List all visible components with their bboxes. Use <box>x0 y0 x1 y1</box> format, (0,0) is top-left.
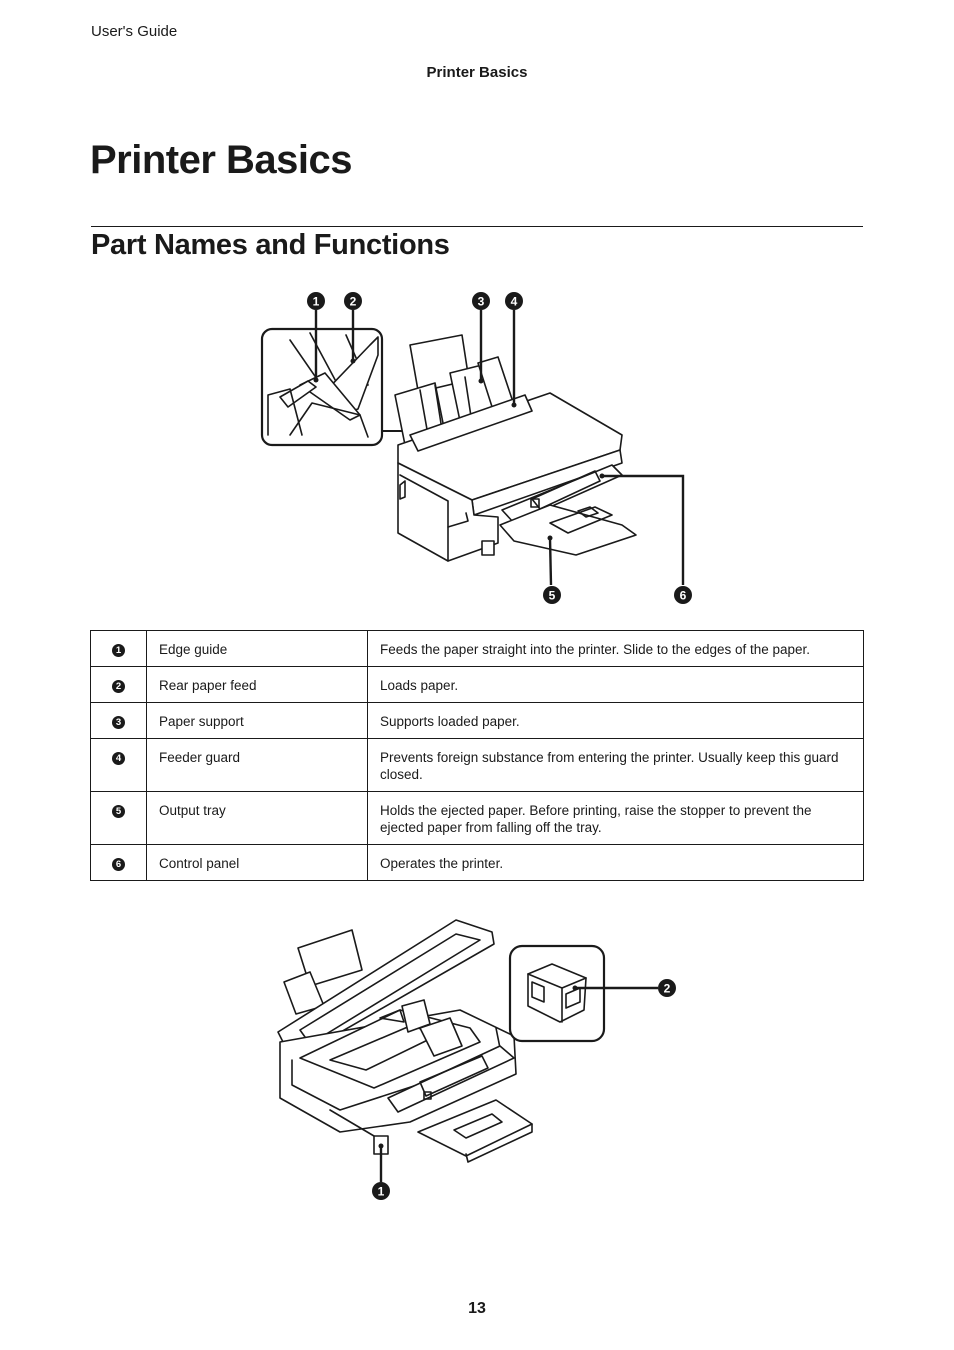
part-description-cell: Holds the ejected paper. Before printing… <box>367 791 864 845</box>
part-number-badge: 6 <box>112 858 125 872</box>
svg-text:2: 2 <box>664 982 671 996</box>
part-name-cell: Output tray <box>146 791 368 845</box>
callout-badge-1: 1 <box>372 1182 390 1200</box>
part-number-cell: 6 <box>90 844 147 881</box>
callout-badge-5: 5 <box>543 586 561 604</box>
running-header-chapter: Printer Basics <box>426 64 528 81</box>
svg-text:1: 1 <box>313 295 320 309</box>
part-number-badge: 5 <box>112 805 125 819</box>
page-title: Printer Basics <box>90 138 353 182</box>
callout-badge-3: 3 <box>472 292 490 310</box>
part-description-cell: Feeds the paper straight into the printe… <box>367 630 864 667</box>
part-name-cell: Rear paper feed <box>146 666 368 703</box>
callout-badge-6: 6 <box>674 586 692 604</box>
svg-text:6: 6 <box>680 589 687 603</box>
section-title: Part Names and Functions <box>91 229 450 261</box>
svg-text:2: 2 <box>350 295 357 309</box>
part-description-cell: Supports loaded paper. <box>367 702 864 739</box>
callout-badge-2: 2 <box>658 979 676 997</box>
svg-text:4: 4 <box>511 295 518 309</box>
part-number-badge: 4 <box>112 752 125 766</box>
part-number-cell: 2 <box>90 666 147 703</box>
part-number-cell: 5 <box>90 791 147 845</box>
page-number: 13 <box>468 1300 486 1317</box>
running-header-guide: User's Guide <box>91 23 178 40</box>
svg-text:5: 5 <box>549 589 556 603</box>
part-number-badge: 1 <box>112 644 125 658</box>
svg-text:1: 1 <box>378 1185 385 1199</box>
part-name-cell: Feeder guard <box>146 738 368 792</box>
part-number-cell: 1 <box>90 630 147 667</box>
printer-exterior-illustration: 1 2 3 4 5 6 <box>260 292 692 604</box>
part-number-badge: 3 <box>112 716 125 730</box>
part-description-cell: Loads paper. <box>367 666 864 703</box>
part-description-cell: Prevents foreign substance from entering… <box>367 738 864 792</box>
callout-badge-1: 1 <box>307 292 325 310</box>
callout-badge-2: 2 <box>344 292 362 310</box>
part-name-cell: Control panel <box>146 844 368 881</box>
part-description-cell: Operates the printer. <box>367 844 864 881</box>
part-number-cell: 3 <box>90 702 147 739</box>
part-number-badge: 2 <box>112 680 125 694</box>
printer-interior-illustration: 2 1 <box>277 919 676 1200</box>
svg-text:3: 3 <box>478 295 485 309</box>
section-divider <box>91 226 863 227</box>
part-name-cell: Edge guide <box>146 630 368 667</box>
part-number-cell: 4 <box>90 738 147 792</box>
callout-badge-4: 4 <box>505 292 523 310</box>
part-name-cell: Paper support <box>146 702 368 739</box>
